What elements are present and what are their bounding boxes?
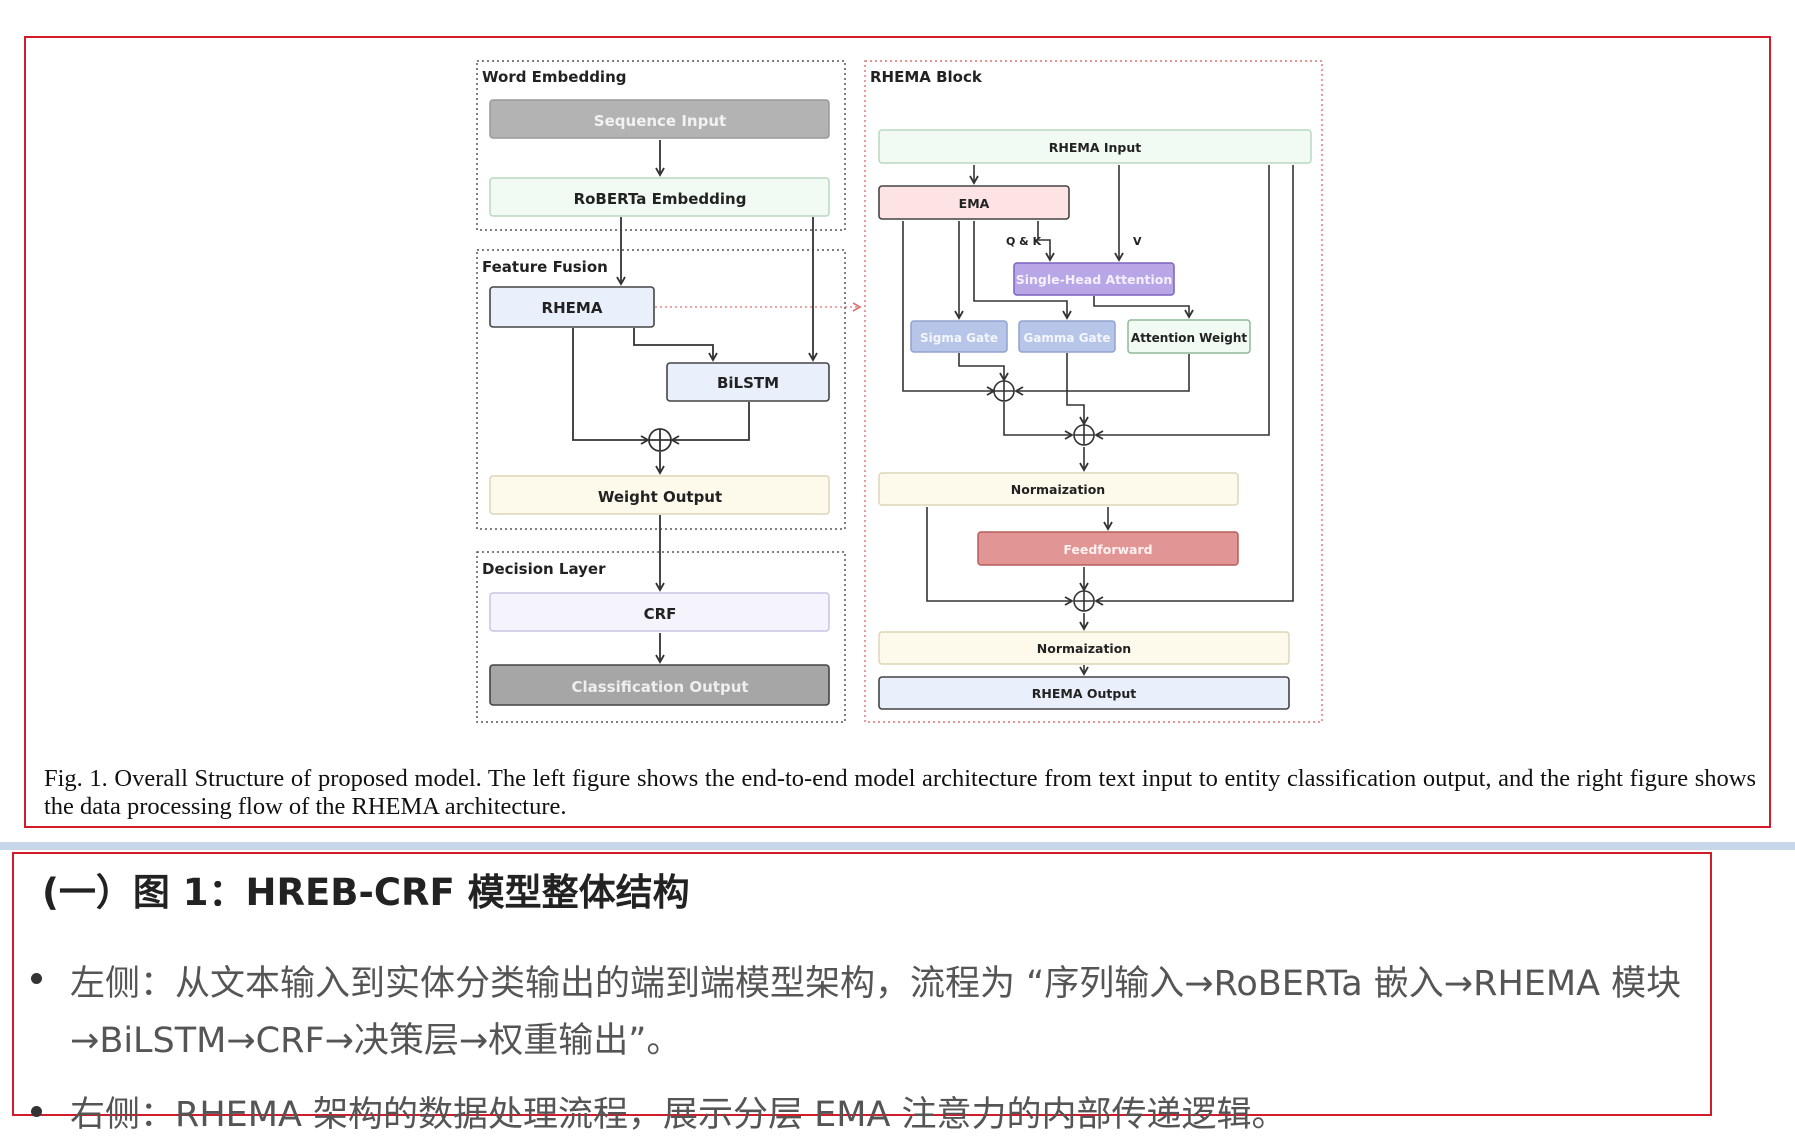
rhema-node [489, 286, 655, 328]
weight-output-node [489, 475, 830, 515]
weight-output-text: Weight Output [598, 488, 722, 506]
v-label: V [1133, 235, 1142, 248]
word-embedding-label: Word Embedding [482, 68, 627, 86]
gamma-gate-text: Gamma Gate [1023, 331, 1110, 345]
normalization-text-1: Normaization [1011, 482, 1105, 497]
ema-text: EMA [959, 196, 990, 211]
rhema-input-node [878, 129, 1312, 164]
right-sum-node-3 [1073, 590, 1095, 612]
feedforward-node [977, 531, 1239, 566]
bullet-1-line-1: 左侧：从文本输入到实体分类输出的端到端模型架构，流程为 “序列输入→RoBERT… [70, 964, 1682, 1004]
classification-output-text: Classification Output [571, 678, 748, 696]
sequence-input-node [489, 99, 830, 139]
right-sum-node-1 [993, 380, 1015, 402]
roberta-embedding-node [489, 177, 830, 217]
sequence-input-text: Sequence Input [594, 112, 726, 130]
rhema-block-label: RHEMA Block [870, 68, 983, 86]
section-separator [0, 842, 1795, 850]
left-connectors [572, 140, 818, 664]
crf-text: CRF [644, 605, 677, 623]
ema-node [878, 185, 1070, 220]
bullet-dot-2 [31, 1106, 42, 1117]
figure-caption: Fig. 1. Overall Structure of proposed mo… [44, 765, 1756, 820]
bilstm-text: BiLSTM [717, 374, 779, 392]
feature-fusion-group [476, 249, 846, 530]
bullet-dot-1 [31, 973, 42, 984]
qk-label: Q & K [1006, 235, 1042, 248]
sigma-gate-text: Sigma Gate [920, 331, 998, 345]
right-sum-node-2 [1073, 424, 1095, 446]
crf-node [489, 592, 830, 632]
attention-weight-text: Attention Weight [1131, 331, 1247, 345]
decision-layer-group [476, 551, 846, 723]
feature-fusion-label: Feature Fusion [482, 258, 608, 276]
notes-frame [12, 852, 1712, 1116]
rhema-text: RHEMA [542, 299, 603, 317]
sigma-gate-node [910, 320, 1008, 353]
normalization-node-1 [878, 472, 1239, 506]
normalization-text-2: Normaization [1037, 641, 1131, 656]
classification-output-node [489, 664, 830, 706]
architecture-diagram: Word Embedding Feature Fusion Decision L… [476, 60, 1323, 723]
rhema-output-text: RHEMA Output [1032, 686, 1136, 701]
rhema-output-node [878, 676, 1290, 710]
figure-frame [24, 36, 1771, 828]
rhema-input-text: RHEMA Input [1049, 140, 1141, 155]
single-head-attention-node [1013, 262, 1175, 296]
attention-weight-node [1127, 319, 1251, 354]
word-embedding-group [476, 60, 846, 231]
feedforward-text: Feedforward [1063, 542, 1152, 557]
rhema-block-group [864, 60, 1323, 723]
left-sum-node [648, 428, 672, 452]
bilstm-node [666, 362, 830, 402]
notes-heading: (一）图 1：HREB-CRF 模型整体结构 [42, 871, 690, 914]
bullet-2: 右侧：RHEMA 架构的数据处理流程，展示分层 EMA 注意力的内部传递逻辑。 [70, 1095, 1287, 1135]
gamma-gate-node [1018, 320, 1116, 353]
roberta-embedding-text: RoBERTa Embedding [574, 190, 747, 208]
right-connectors [902, 165, 1294, 676]
bullet-1-line-2: →BiLSTM→CRF→决策层→权重输出”。 [70, 1021, 682, 1061]
decision-layer-label: Decision Layer [482, 560, 606, 578]
single-head-attention-text: Single-Head Attention [1016, 272, 1173, 287]
normalization-node-2 [878, 631, 1290, 665]
